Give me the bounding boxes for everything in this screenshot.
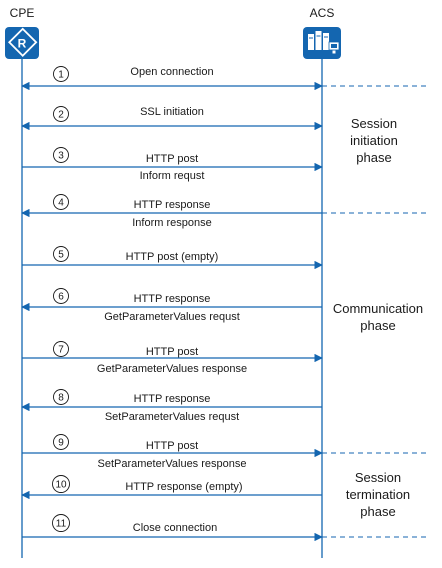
step-number: 10: [55, 480, 67, 491]
message-top-label: HTTP response: [134, 293, 211, 305]
message-2: 2 SSL initiation: [21, 106, 323, 131]
message-10: 10 HTTP response (empty): [21, 475, 322, 500]
message-bottom-label: GetParameterValues response: [97, 363, 247, 375]
phase-label-line: phase: [356, 150, 391, 165]
message-1: 1 Open connection: [21, 66, 430, 91]
message-8: 8 HTTP response SetParameterValues requs…: [21, 389, 322, 423]
message-bottom-label: SetParameterValues requst: [105, 411, 239, 423]
step-number-circle: [53, 288, 69, 304]
message-4: 4 HTTP response Inform response: [21, 194, 430, 229]
message-top-label: SSL initiation: [140, 106, 204, 118]
step-number-circle: [53, 106, 69, 122]
step-number: 5: [58, 250, 64, 261]
step-number: 11: [56, 519, 67, 530]
message-top-label: HTTP response (empty): [125, 481, 242, 493]
step-number-circle: [52, 475, 70, 493]
message-top-label: HTTP post: [146, 346, 198, 358]
step-number: 8: [58, 393, 64, 404]
phase-label-line: Session: [355, 470, 401, 485]
cpe-label: CPE: [10, 6, 35, 20]
message-top-label: HTTP response: [134, 199, 211, 211]
step-number-circle: [53, 194, 69, 210]
step-number: 9: [58, 438, 64, 449]
phase-label-line: Communication: [333, 301, 423, 316]
step-number-circle: [52, 514, 70, 532]
message-top-label: Close connection: [133, 522, 217, 534]
message-5: 5 HTTP post (empty): [22, 246, 323, 270]
step-number-circle: [53, 341, 69, 357]
step-number-circle: [53, 246, 69, 262]
step-number-circle: [53, 389, 69, 405]
message-top-label: HTTP response: [134, 393, 211, 405]
phase-label-line: termination: [346, 487, 410, 502]
step-number: 2: [58, 110, 64, 121]
message-bottom-label: Inform response: [132, 217, 211, 229]
phase-communication: Communication phase: [333, 301, 423, 333]
message-bottom-label: Inform requst: [140, 170, 205, 182]
router-icon: R: [5, 27, 39, 59]
step-number: 1: [58, 70, 64, 81]
phase-session-initiation: Session initiation phase: [350, 116, 398, 165]
step-number: 7: [58, 345, 64, 356]
message-6: 6 HTTP response GetParameterValues requs…: [21, 288, 322, 323]
acs-label: ACS: [310, 6, 335, 20]
phase-label-line: initiation: [350, 133, 398, 148]
step-number-circle: [53, 147, 69, 163]
message-7: 7 HTTP post GetParameterValues response: [22, 341, 323, 375]
step-number: 3: [58, 151, 64, 162]
message-bottom-label: SetParameterValues response: [98, 458, 247, 470]
phase-label-line: phase: [360, 504, 395, 519]
message-top-label: HTTP post: [146, 440, 198, 452]
step-number: 4: [58, 198, 64, 209]
server-icon: [303, 27, 341, 59]
svg-text:R: R: [18, 37, 27, 51]
step-number-circle: [53, 66, 69, 82]
message-top-label: Open connection: [130, 66, 213, 78]
phase-session-termination: Session termination phase: [346, 470, 410, 519]
message-top-label: HTTP post: [146, 153, 198, 165]
message-top-label: HTTP post (empty): [126, 251, 219, 263]
message-3: 3 HTTP post Inform requst: [22, 147, 323, 182]
phase-label-line: Session: [351, 116, 397, 131]
step-number: 6: [58, 292, 64, 303]
message-9: 9 HTTP post SetParameterValues response: [22, 434, 430, 470]
message-11: 11 Close connection: [22, 514, 430, 542]
message-bottom-label: GetParameterValues requst: [104, 311, 240, 323]
step-number-circle: [53, 434, 69, 450]
phase-label-line: phase: [360, 318, 395, 333]
